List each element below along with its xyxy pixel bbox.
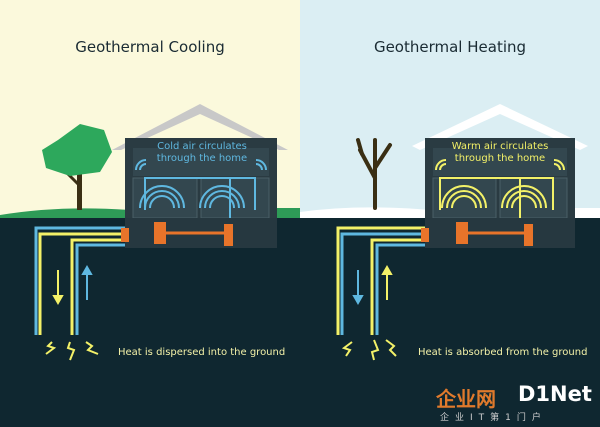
green-tree-icon bbox=[42, 124, 112, 210]
bare-tree-icon bbox=[356, 138, 392, 210]
heating-caption-line2: through the home bbox=[454, 153, 546, 164]
snow-strip bbox=[300, 207, 430, 220]
grass-strip bbox=[0, 208, 130, 220]
ground bbox=[0, 218, 600, 427]
snow-strip-right bbox=[555, 208, 600, 218]
heat-absorbed-arrows-icon bbox=[341, 339, 397, 361]
cooling-caption-line2: through the home bbox=[156, 153, 248, 164]
heating-title: Geothermal Heating bbox=[373, 38, 527, 56]
heat-dispersed-arrows-icon bbox=[45, 341, 99, 361]
grass-strip-right bbox=[265, 208, 300, 218]
watermark-tagline: 企业IT第1门户 bbox=[440, 413, 547, 423]
cooling-loop-pipes bbox=[34, 226, 129, 335]
heating-caption-line1: Warm air circulates bbox=[451, 141, 549, 152]
cooling-house bbox=[112, 104, 288, 248]
heating-house bbox=[412, 104, 588, 248]
cooling-caption-line1: Cold air circulates bbox=[157, 141, 247, 152]
heating-loop-pipes bbox=[336, 226, 429, 335]
cooling-bottom-caption: Heat is dispersed into the ground bbox=[118, 347, 286, 358]
watermark-brand-cn: 企业网 bbox=[436, 387, 496, 411]
watermark-logo: 企业网 D1Net 企业IT第1门户 bbox=[436, 382, 596, 425]
cooling-title: Geothermal Cooling bbox=[75, 38, 225, 56]
watermark-brand-en: D1Net bbox=[518, 382, 592, 406]
cooling-flow-arrows bbox=[52, 270, 64, 306]
heating-bottom-caption: Heat is absorbed from the ground bbox=[418, 347, 588, 358]
heating-house-caption: Warm air circulates through the home bbox=[433, 141, 567, 165]
cooling-house-caption: Cold air circulates through the home bbox=[135, 141, 269, 165]
